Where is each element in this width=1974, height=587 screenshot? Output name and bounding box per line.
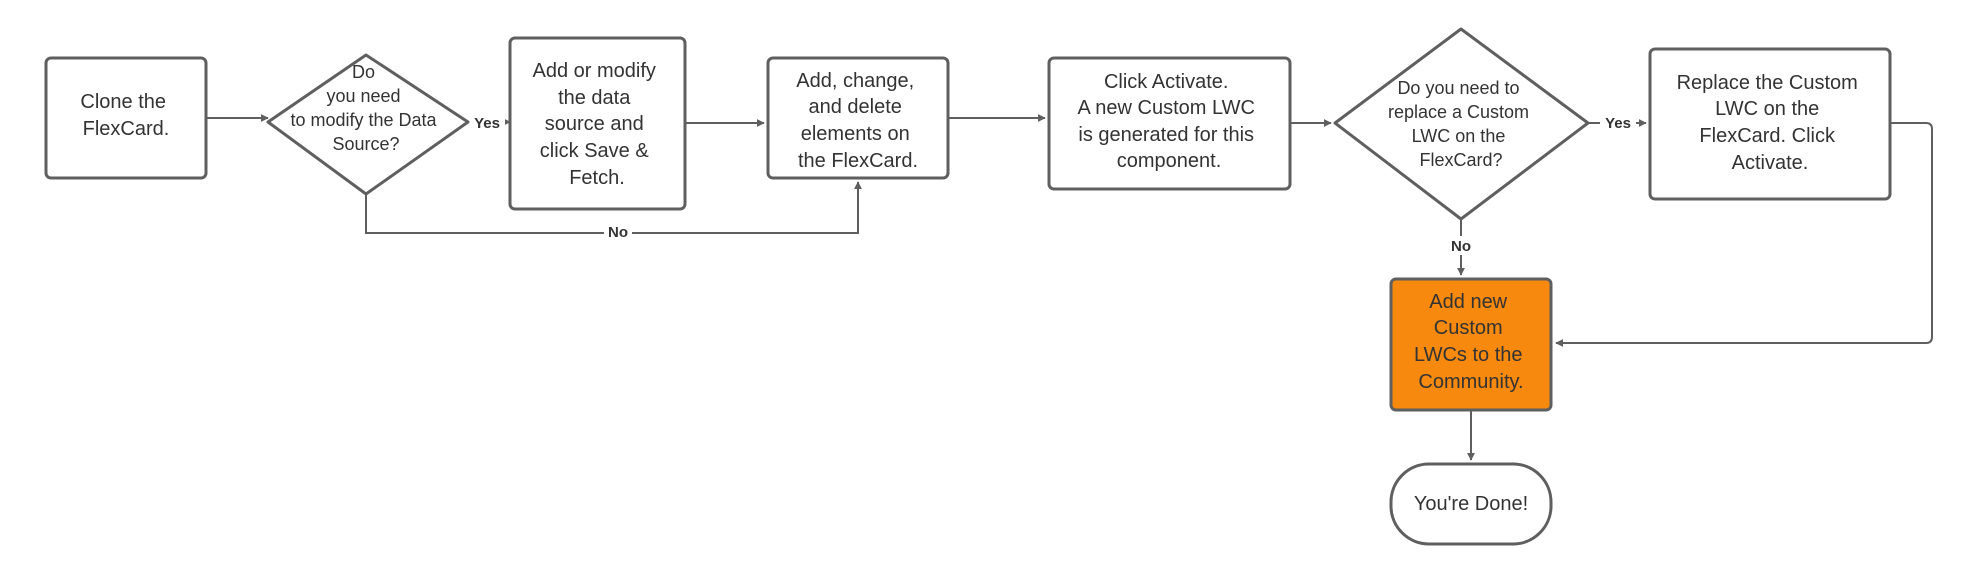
edge-labels: Yes No Yes No — [469, 113, 1636, 255]
node-replace-custom-lwc: Replace the Custom LWC on the FlexCard. … — [1648, 47, 1892, 201]
svg-text:Click Activate. A new Cu: Click Activate. A new Custom LWC is gene… — [1077, 71, 1260, 172]
node-activate: Click Activate. A new Custom LWC is gene… — [1047, 56, 1292, 191]
node-text-line: click Save & — [540, 140, 650, 162]
node-text-line: Clone the — [80, 91, 166, 113]
node-text-line: Activate. — [1732, 152, 1809, 174]
svg-text:Add new Custom LWC: Add new Custom LWCs to the Community. — [1414, 291, 1528, 393]
node-text-line: component. — [1117, 150, 1222, 172]
node-text-line: Do — [352, 62, 375, 82]
node-text-line: A new Custom LWC — [1077, 97, 1254, 119]
node-text-line: Custom — [1434, 317, 1503, 339]
node-text-line: FlexCard. — [83, 118, 170, 140]
svg-text:Add, change, and delete: Add, change, and delete elements on the … — [796, 70, 919, 172]
node-text-line: to modify the Data — [290, 110, 437, 130]
node-text-line: FlexCard? — [1419, 150, 1502, 170]
node-text-line: replace a Custom — [1388, 102, 1529, 122]
node-text-line: Add, change, — [796, 70, 914, 92]
node-done: You're Done! — [1389, 462, 1553, 546]
node-text-line: source and — [545, 113, 644, 135]
node-text-line: Add or modify — [533, 60, 656, 82]
node-text-line: Click Activate. — [1104, 71, 1228, 93]
node-text-line: LWCs to the — [1414, 344, 1523, 366]
node-text-line: Replace the Custom — [1677, 72, 1858, 94]
node-text-line: you need — [326, 86, 400, 106]
edge-label-yes: Yes — [1605, 115, 1631, 132]
node-text-line: Community. — [1418, 371, 1523, 393]
node-text-line: FlexCard. Click — [1699, 125, 1836, 147]
node-text-line: the data — [558, 87, 631, 109]
node-text-line: Do you need to — [1397, 78, 1519, 98]
node-text-line: Add new — [1429, 291, 1507, 313]
node-text-line: You're Done! — [1414, 493, 1528, 515]
svg-text:Replace the Custom LWC o: Replace the Custom LWC on the FlexCard. … — [1677, 72, 1864, 174]
node-clone: Clone the FlexCard. — [44, 56, 208, 180]
node-text-line: elements on — [801, 123, 910, 145]
node-text-line: the FlexCard. — [798, 150, 918, 172]
node-add-to-community: Add new Custom LWCs to the Community. — [1389, 277, 1553, 412]
node-text-line: LWC on the — [1715, 98, 1819, 120]
edge-label-no: No — [608, 224, 628, 241]
node-text-line: and delete — [809, 96, 902, 118]
decision-replace-custom-lwc: Do you need to replace a Custom LWC on t… — [1333, 27, 1590, 221]
svg-text:Clone the FlexCard.: Clone the FlexCard. — [80, 91, 171, 140]
edge-label-no: No — [1451, 238, 1471, 255]
svg-text:You're Done!: You're Done! — [1414, 493, 1528, 515]
node-modify-data-source: Add or modify the data source and click … — [508, 36, 687, 211]
node-text-line: LWC on the — [1412, 126, 1506, 146]
svg-text:Do you need to mod: Do you need to modify the Data Source? — [290, 62, 441, 154]
node-text-line: Fetch. — [569, 167, 625, 189]
node-text-line: Source? — [332, 134, 399, 154]
svg-text:Add or modify the data: Add or modify the data source and click … — [533, 60, 662, 189]
edge-label-yes: Yes — [474, 115, 500, 132]
node-edit-elements: Add, change, and delete elements on the … — [766, 56, 950, 180]
decision-modify-data-source: Do you need to modify the Data Source? — [266, 53, 470, 196]
edge-replace-to-add — [1555, 122, 1933, 347]
node-text-line: is generated for this — [1078, 124, 1254, 146]
svg-text:Do you need to replace a: Do you need to replace a Custom LWC on t… — [1388, 78, 1534, 170]
